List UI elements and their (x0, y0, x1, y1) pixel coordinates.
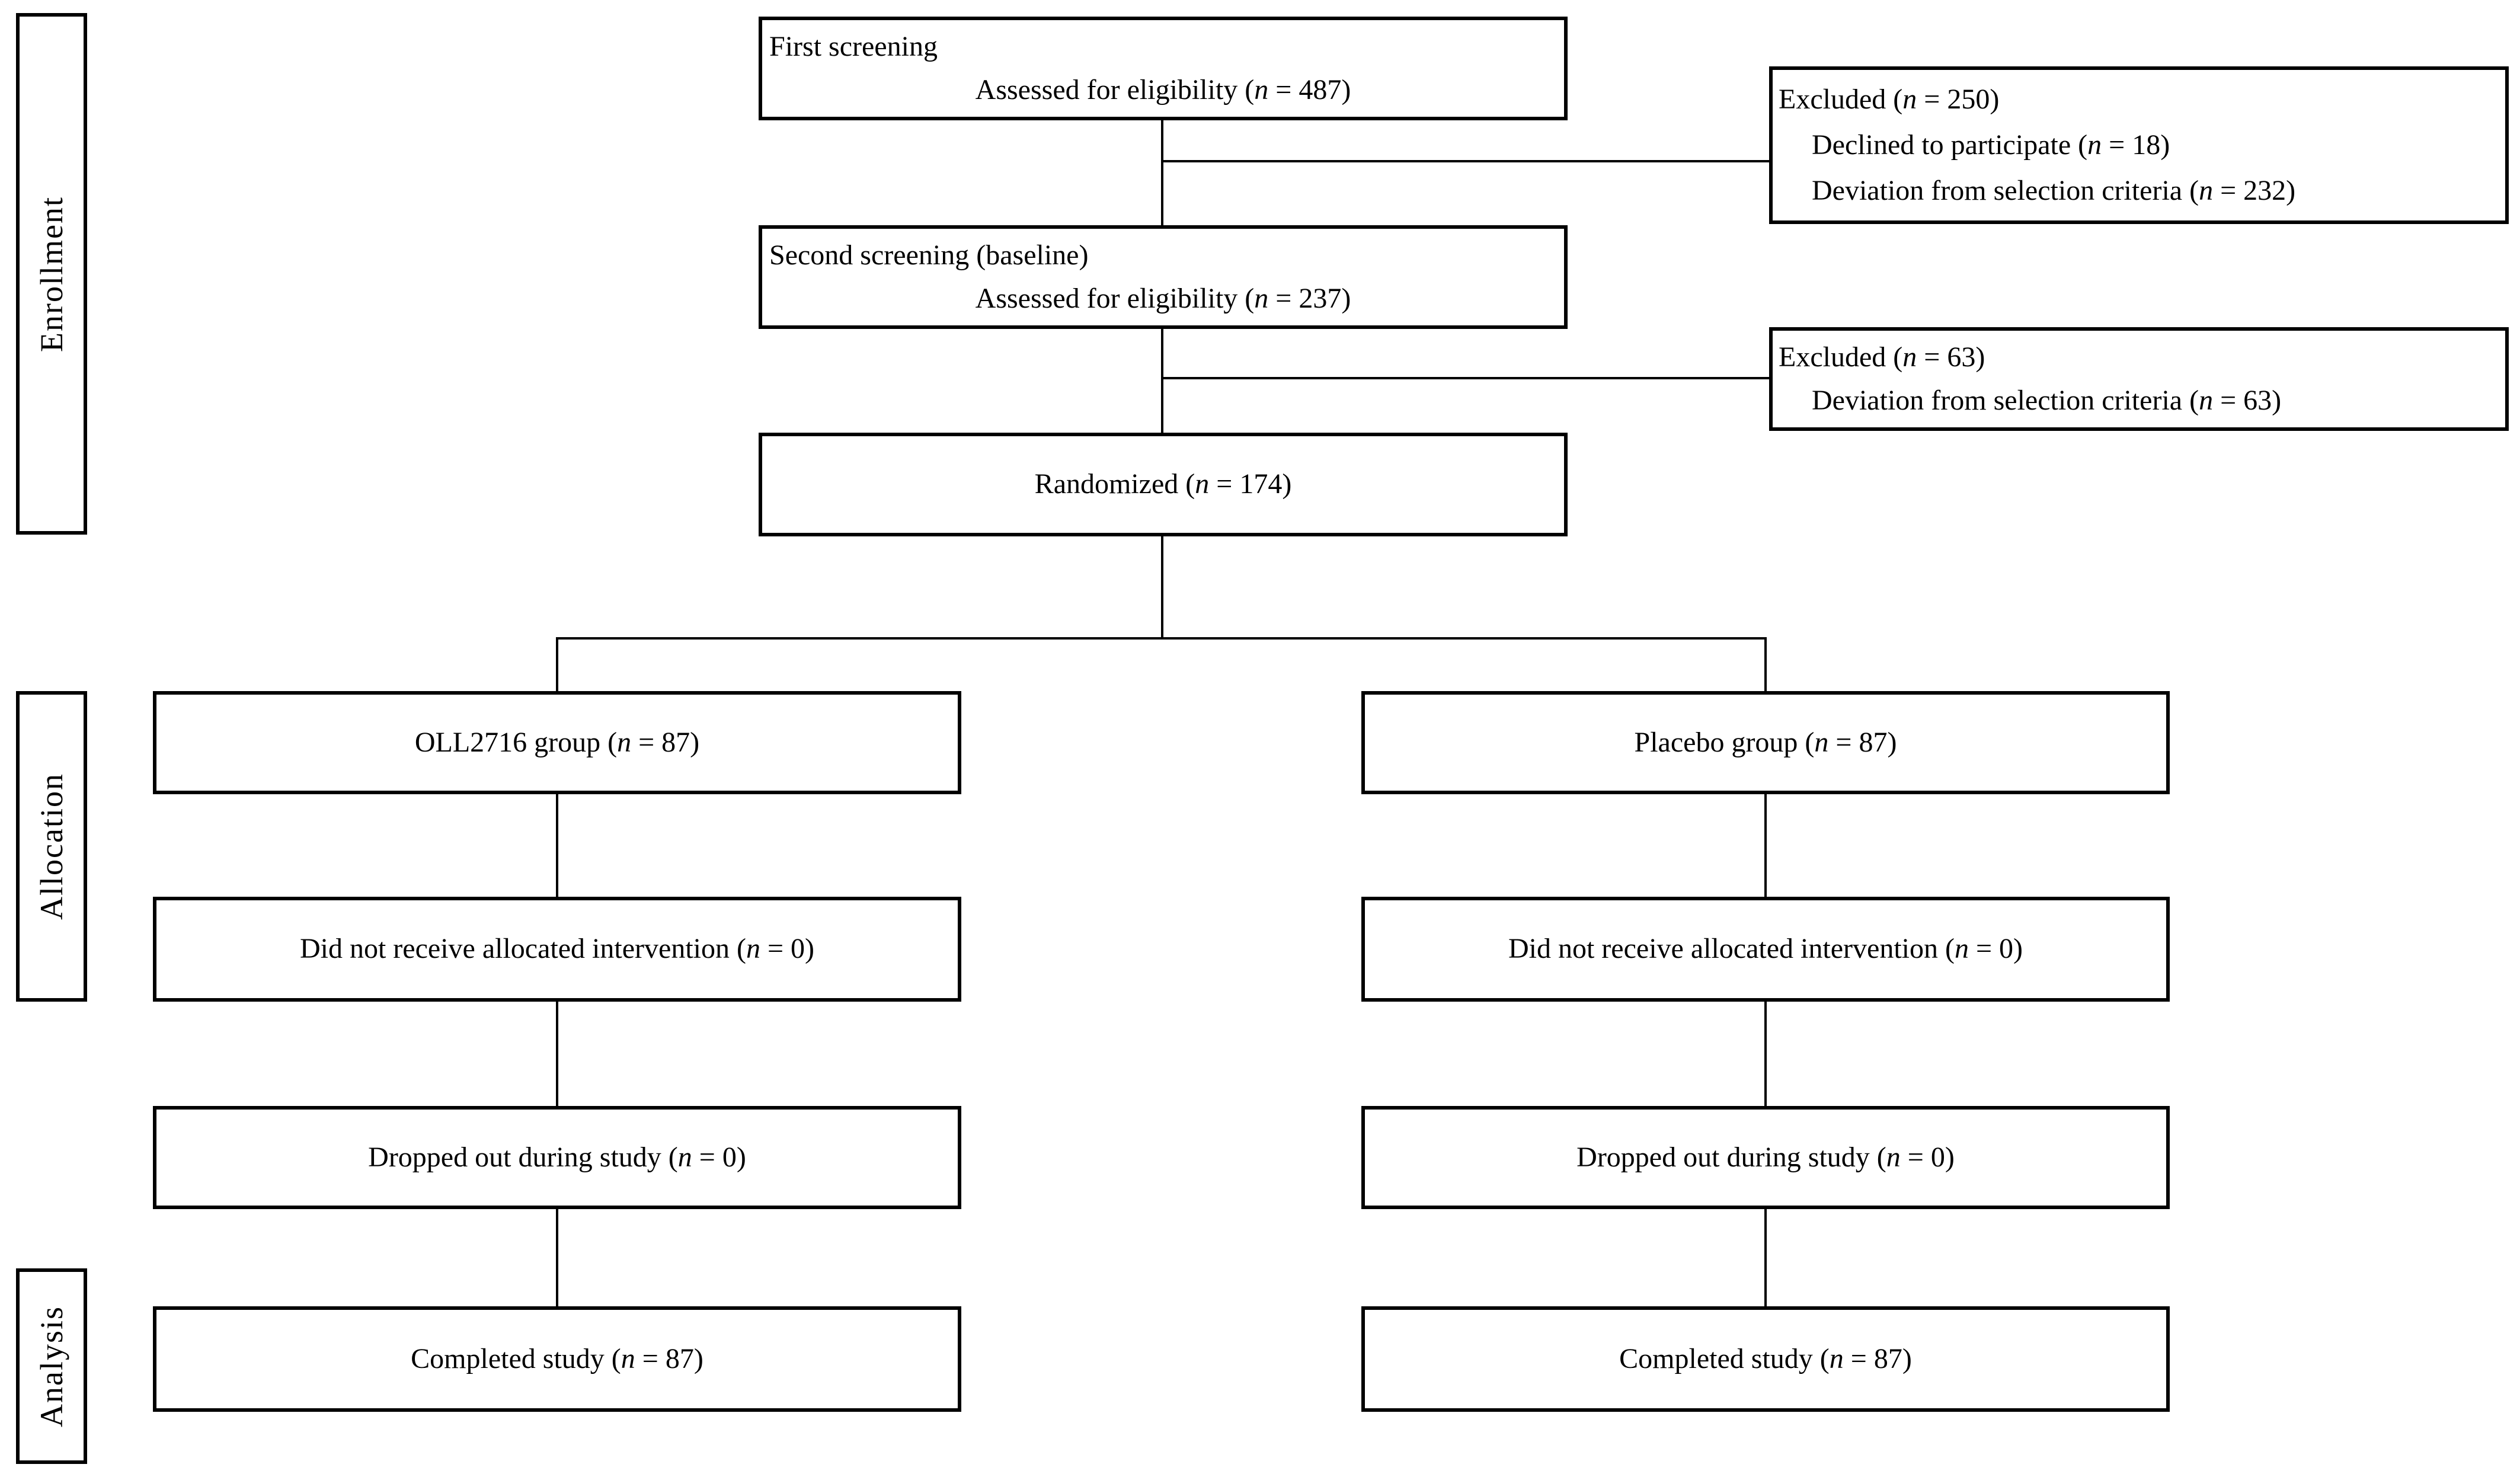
right-did-not-receive-label: Did not receive allocated intervention (… (1508, 933, 2023, 965)
second-screening-assessed: Assessed for eligibility (n = 237) (975, 282, 1351, 314)
first-screening-title: First screening (769, 31, 938, 63)
connector-branch-excluded-1 (1162, 160, 1769, 162)
stage-label-enrollment: Enrollment (34, 196, 69, 352)
excluded1-item-deviation: Deviation from selection criteria (n = 2… (1812, 174, 2296, 206)
box-first-screening: First screening Assessed for eligibility… (759, 17, 1568, 120)
box-left-did-not-receive: Did not receive allocated intervention (… (153, 897, 961, 1002)
connector-branch-excluded-2 (1162, 377, 1769, 379)
connector-split-horizontal (556, 637, 1767, 640)
randomized-label: Randomized (n = 174) (1034, 468, 1292, 500)
excluded1-title: Excluded (n = 250) (1779, 83, 2000, 115)
box-randomized: Randomized (n = 174) (759, 433, 1568, 536)
box-right-dropped-out: Dropped out during study (n = 0) (1361, 1106, 2170, 1209)
left-dropped-out-label: Dropped out during study (n = 0) (368, 1141, 746, 1173)
box-placebo-group: Placebo group (n = 87) (1361, 691, 2170, 794)
box-excluded-2: Excluded (n = 63) Deviation from selecti… (1769, 327, 2509, 431)
right-completed-label: Completed study (n = 87) (1619, 1342, 1912, 1374)
connector-right-dropped-to-completed (1764, 1209, 1767, 1306)
excluded2-title: Excluded (n = 63) (1779, 341, 1985, 373)
second-screening-title: Second screening (baseline) (769, 239, 1089, 271)
box-excluded-1: Excluded (n = 250) Declined to participa… (1769, 66, 2509, 224)
connector-right-dnr-to-dropped (1764, 1002, 1767, 1106)
first-screening-assessed: Assessed for eligibility (n = 487) (975, 73, 1351, 105)
stage-box-allocation: Allocation (16, 691, 87, 1002)
box-right-did-not-receive: Did not receive allocated intervention (… (1361, 897, 2170, 1002)
box-second-screening: Second screening (baseline) Assessed for… (759, 225, 1568, 329)
stage-box-analysis: Analysis (16, 1268, 87, 1464)
box-oll2716-group: OLL2716 group (n = 87) (153, 691, 961, 794)
connector-screen2-to-randomized (1161, 329, 1163, 433)
connector-left-dropped-to-completed (556, 1209, 558, 1306)
stage-box-enrollment: Enrollment (16, 13, 87, 535)
connector-split-to-placebo-group (1764, 637, 1767, 691)
placebo-group-label: Placebo group (n = 87) (1634, 726, 1897, 758)
connector-randomized-down (1161, 536, 1163, 640)
connector-screen1-to-screen2 (1161, 120, 1163, 225)
connector-left-group-to-dnr (556, 794, 558, 897)
stage-label-analysis: Analysis (34, 1305, 69, 1427)
left-did-not-receive-label: Did not receive allocated intervention (… (299, 933, 815, 965)
right-dropped-out-label: Dropped out during study (n = 0) (1576, 1141, 1955, 1173)
stage-label-allocation: Allocation (34, 773, 69, 920)
box-right-completed: Completed study (n = 87) (1361, 1306, 2170, 1412)
oll2716-group-label: OLL2716 group (n = 87) (414, 726, 700, 758)
connector-left-dnr-to-dropped (556, 1002, 558, 1106)
box-left-completed: Completed study (n = 87) (153, 1306, 961, 1412)
excluded2-item-deviation: Deviation from selection criteria (n = 6… (1812, 384, 2282, 416)
left-completed-label: Completed study (n = 87) (411, 1342, 703, 1374)
excluded1-item-declined: Declined to participate (n = 18) (1812, 129, 2170, 161)
connector-split-to-oll-group (556, 637, 558, 691)
box-left-dropped-out: Dropped out during study (n = 0) (153, 1106, 961, 1209)
connector-right-group-to-dnr (1764, 794, 1767, 897)
